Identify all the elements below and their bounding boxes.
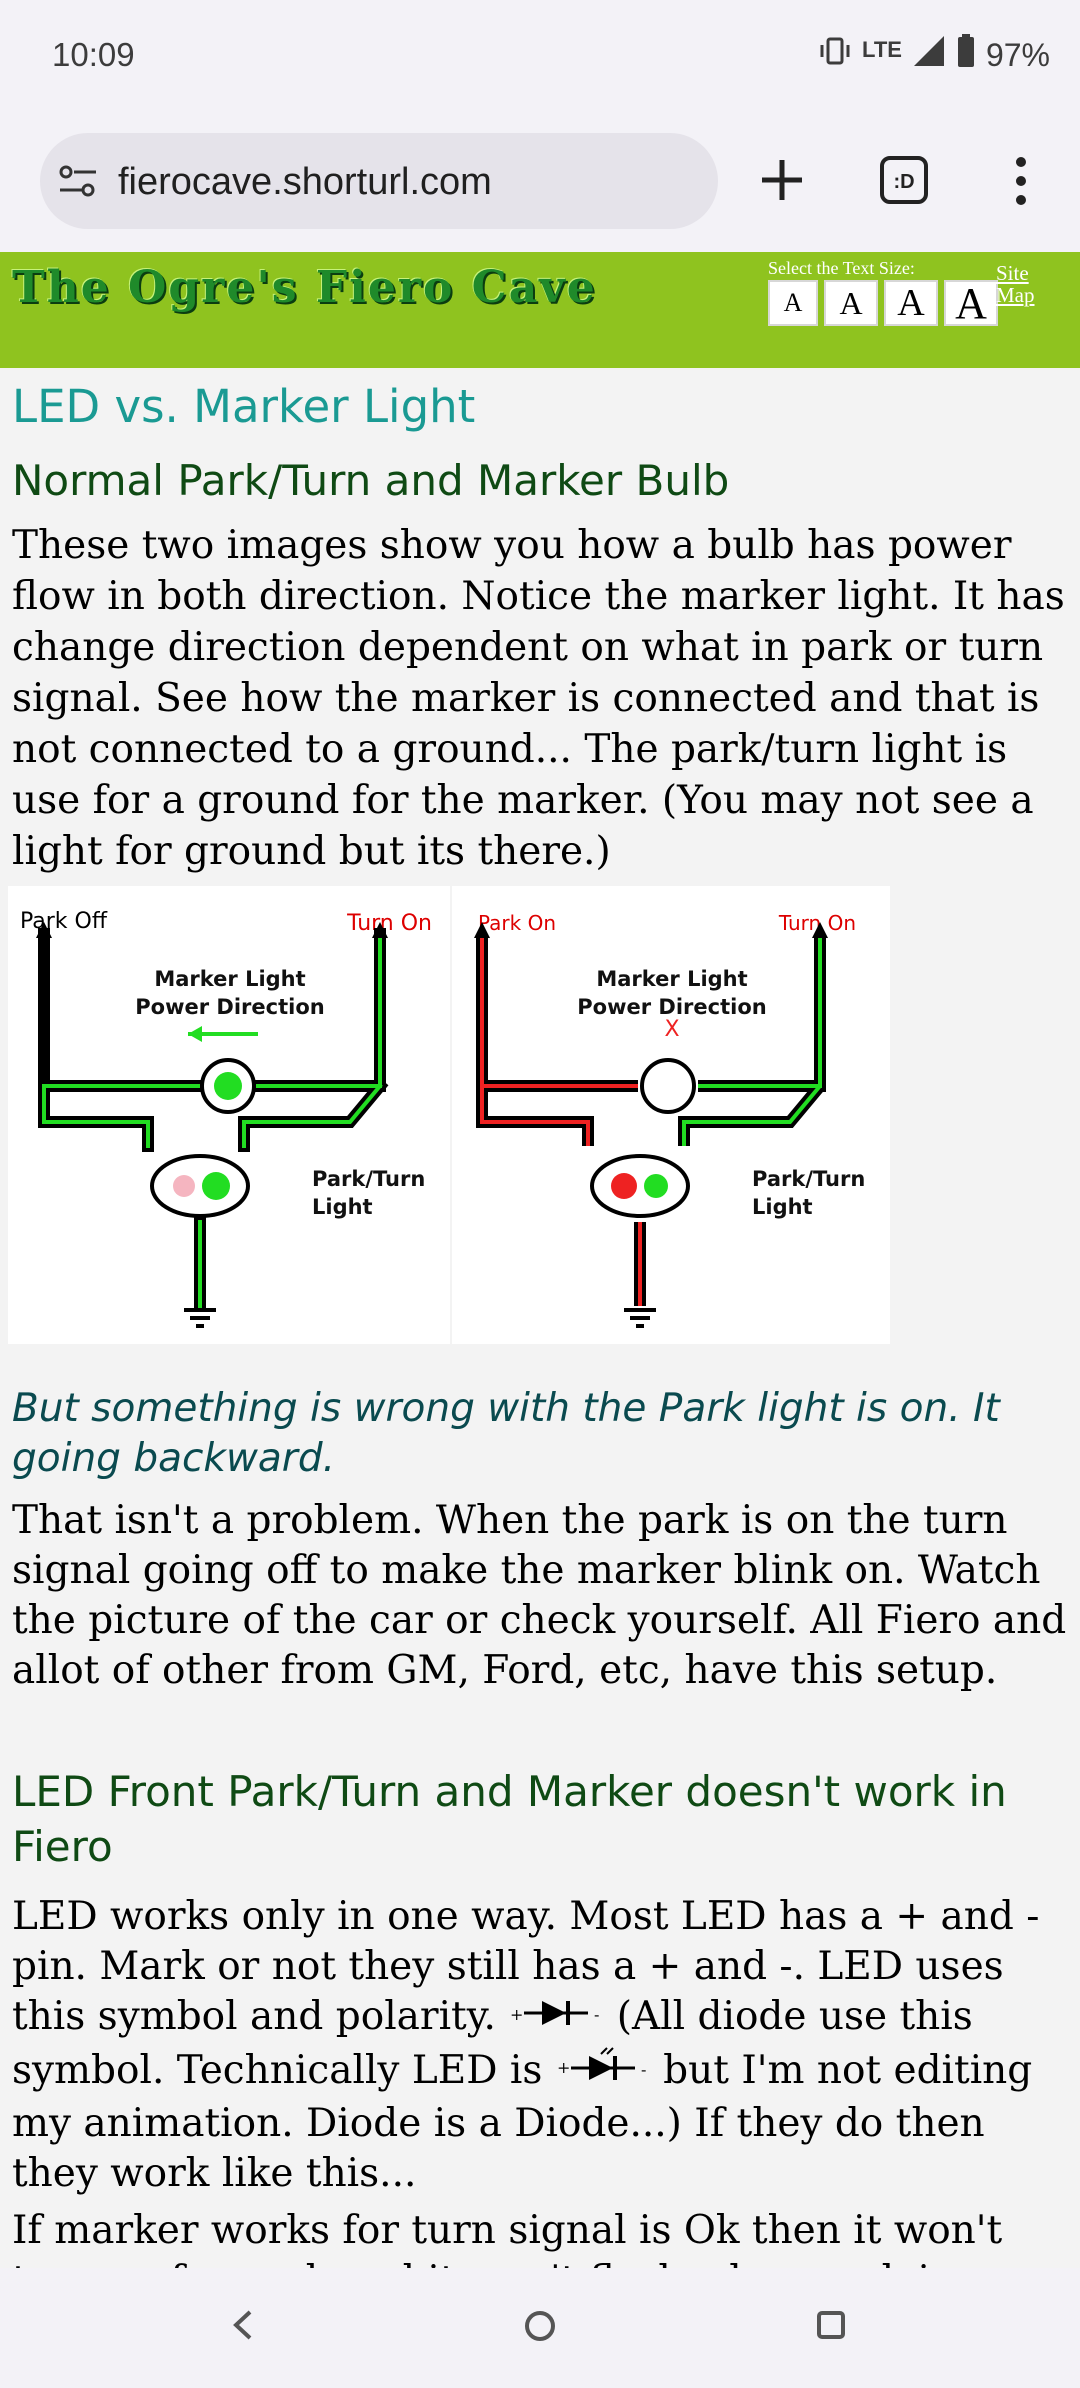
browser-toolbar: fierocave.shorturl.com :D	[0, 112, 1080, 252]
marker-bulb	[640, 1058, 696, 1114]
site-logo-title[interactable]: The Ogre's Fiero Cave	[12, 262, 597, 313]
text-size-medium-button[interactable]: A	[824, 280, 878, 326]
led-symbol-icon: +-	[555, 2046, 651, 2099]
led-text-part1: LED works only in one way. Most LED has …	[12, 1894, 1040, 2039]
tab-count-label: :D	[893, 171, 914, 193]
address-bar[interactable]: fierocave.shorturl.com	[40, 133, 718, 229]
status-icons: LTE 97%	[818, 34, 1050, 76]
led-text-part2: (All diode use this symbol. Technically …	[12, 1994, 973, 2093]
new-tab-button[interactable]	[752, 150, 812, 210]
status-time: 10:09	[52, 36, 135, 73]
svg-text:+: +	[557, 2058, 570, 2077]
article-content: LED vs. Marker Light Normal Park/Turn an…	[0, 368, 1080, 2268]
wiring	[38, 928, 389, 1312]
bulb-label-line2: Light	[312, 1195, 373, 1219]
site-settings-icon[interactable]	[58, 163, 98, 199]
ground-icon	[624, 1308, 656, 1328]
diagram-park-off: Park Off Turn On Marker Light Power Dire…	[8, 886, 450, 1344]
paragraph: If marker works for turn signal is Ok th…	[12, 2208, 1024, 2268]
back-icon[interactable]	[226, 2308, 260, 2346]
recents-icon[interactable]	[814, 2308, 848, 2346]
diagram-title-line1: Marker Light	[154, 967, 305, 991]
park-turn-bulb	[590, 1154, 690, 1218]
signal-icon	[912, 34, 946, 76]
diagram-title-line2: Power Direction	[135, 995, 324, 1019]
text-size-small-button[interactable]: A	[768, 280, 818, 326]
diagram-title-line2: Power Direction	[577, 995, 766, 1019]
wiring	[476, 934, 826, 1306]
ground-icon	[184, 1308, 216, 1328]
site-header: The Ogre's Fiero Cave Select the Text Si…	[0, 252, 1080, 368]
site-map-link[interactable]: Site Map	[996, 262, 1035, 306]
bulb-label-line1: Park/Turn	[312, 1167, 425, 1191]
no-flow-mark: X	[664, 1017, 679, 1042]
svg-text:-: -	[641, 2060, 646, 2079]
section-heading: Normal Park/Turn and Marker Bulb	[12, 456, 730, 505]
url-text[interactable]: fierocave.shorturl.com	[118, 161, 492, 203]
page-title: LED vs. Marker Light	[12, 380, 476, 433]
text-size-label: Select the Text Size:	[768, 258, 915, 278]
paragraph: These two images show you how a bulb has…	[12, 523, 1065, 874]
paragraph: That isn't a problem. When the park is o…	[12, 1498, 1067, 1693]
led-text-part3: but I'm not editing my animation. Diode …	[12, 2047, 1033, 2197]
svg-text:+: +	[510, 2005, 523, 2024]
tab-switcher-button[interactable]: :D	[874, 150, 936, 212]
park-turn-bulb	[150, 1154, 250, 1218]
network-label: LTE	[862, 37, 902, 62]
text-size-buttons: A A A A	[768, 279, 998, 328]
diode-symbol-icon: +-	[508, 1993, 604, 2046]
diagram-title-line1: Marker Light	[596, 967, 747, 991]
bulb-label-line1: Park/Turn	[752, 1167, 865, 1191]
diagram-park-on: Park On Turn On Marker Light Power Direc…	[452, 886, 890, 1344]
section-heading: LED Front Park/Turn and Marker doesn't w…	[12, 1767, 1007, 1871]
vibrate-icon	[818, 34, 852, 76]
status-bar: 10:09 LTE 97%	[0, 0, 1080, 112]
site-map-line2: Map	[996, 283, 1035, 307]
diagram-label-left: Park On	[478, 911, 556, 935]
home-icon[interactable]	[522, 2308, 558, 2348]
more-options-icon[interactable]	[1005, 148, 1037, 214]
text-size-large-button[interactable]: A	[884, 280, 938, 326]
italic-note: But something is wrong with the Park lig…	[12, 1386, 1000, 1481]
svg-text:-: -	[594, 2005, 599, 2024]
paragraph-led: LED works only in one way. Most LED has …	[12, 1892, 1072, 2199]
battery-icon	[956, 34, 976, 76]
bulb-label-line2: Light	[752, 1195, 813, 1219]
system-nav-bar	[0, 2268, 1080, 2388]
diagram-label-right: Turn On	[346, 911, 432, 936]
text-size-xlarge-button[interactable]: A	[944, 279, 998, 328]
diagram-label-left: Park Off	[20, 909, 108, 934]
battery-percent: 97%	[985, 36, 1050, 73]
site-map-line1: Site	[996, 261, 1029, 285]
